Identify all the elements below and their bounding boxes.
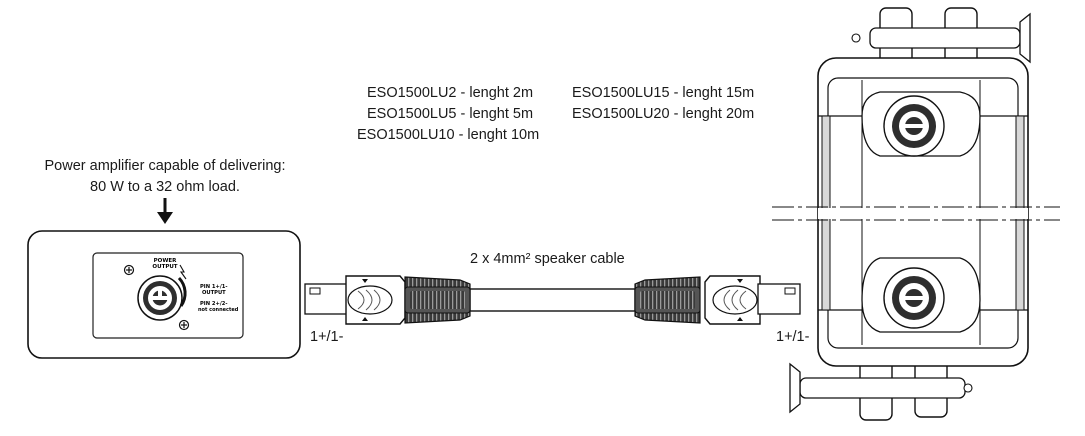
amplifier-caption-line2: 80 W to a 32 ohm load. — [90, 179, 240, 195]
model-label-lu15: ESO1500LU15 - lenght 15m — [572, 85, 755, 101]
lightning-icon — [179, 264, 187, 280]
speaker-cabinet — [772, 7, 1060, 421]
model-label-lu20: ESO1500LU20 - lenght 20m — [572, 106, 755, 122]
model-label-lu5: ESO1500LU5 - lenght 5m — [367, 106, 534, 122]
panel-output-text: OUTPUT — [152, 264, 177, 270]
speakon-input-socket-bottom — [883, 267, 945, 329]
down-arrow-icon — [157, 198, 173, 224]
speakon-plug-right — [634, 275, 801, 325]
mounting-screw-icon — [178, 319, 190, 331]
panel-pin1-text: PIN 1+/1- — [200, 284, 228, 290]
panel-pin2-text: PIN 2+/2- — [200, 301, 228, 307]
amplifier-caption-line1: Power amplifier capable of delivering: — [44, 158, 286, 174]
speakon-output-socket — [137, 275, 183, 321]
cable-label: 2 x 4mm² speaker cable — [470, 251, 625, 267]
panel-power-text: POWER — [154, 258, 178, 264]
model-label-lu10: ESO1500LU10 - lenght 10m — [357, 127, 540, 143]
mounting-screw-icon — [123, 264, 135, 276]
panel-pin1-sub-text: OUTPUT — [202, 290, 226, 296]
model-label-lu2: ESO1500LU2 - lenght 2m — [367, 85, 534, 101]
speaker-cable — [469, 288, 636, 312]
speakon-input-socket-top — [883, 95, 945, 157]
pin-label-right: 1+/1- — [776, 329, 810, 345]
pin-label-left: 1+/1- — [310, 329, 344, 345]
speakon-plug-left — [304, 275, 471, 325]
panel-pin2-sub-text: not connected — [198, 307, 239, 313]
